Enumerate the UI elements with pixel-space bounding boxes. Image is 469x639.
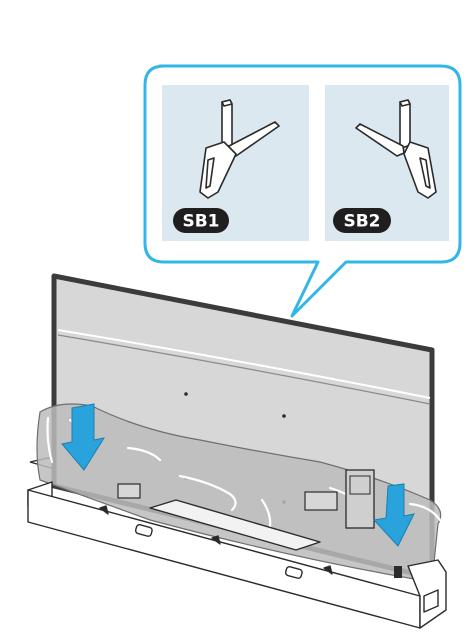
down-arrow-icon bbox=[373, 483, 415, 547]
handle-cutout bbox=[117, 483, 141, 499]
stand-badge-sb2: SB2 bbox=[333, 208, 391, 233]
connector-port bbox=[349, 475, 371, 495]
badge-pill bbox=[173, 208, 229, 233]
badge-label: SB2 bbox=[343, 212, 380, 232]
stand-foot-icon bbox=[355, 99, 437, 199]
connector-panel bbox=[345, 469, 375, 529]
screw-hole bbox=[184, 392, 188, 396]
power-port bbox=[394, 566, 402, 578]
box-hand-hole bbox=[134, 524, 153, 537]
box-hand-hole bbox=[284, 566, 303, 579]
handle-cutout bbox=[304, 491, 338, 511]
badge-label: SB1 bbox=[182, 212, 219, 232]
badge-pill bbox=[333, 208, 391, 233]
stand-panel-sb1: SB1 bbox=[162, 85, 309, 241]
tv-ridge-shadow bbox=[57, 334, 431, 405]
screw-hole bbox=[282, 414, 286, 418]
stand-foot-icon bbox=[199, 99, 280, 199]
stand-badge-sb1: SB1 bbox=[173, 208, 229, 233]
packing-box-front bbox=[27, 481, 447, 629]
stand-panel-sb2: SB2 bbox=[325, 85, 449, 241]
tv-ridge-highlight bbox=[57, 329, 431, 399]
down-arrow-icon bbox=[61, 403, 106, 471]
